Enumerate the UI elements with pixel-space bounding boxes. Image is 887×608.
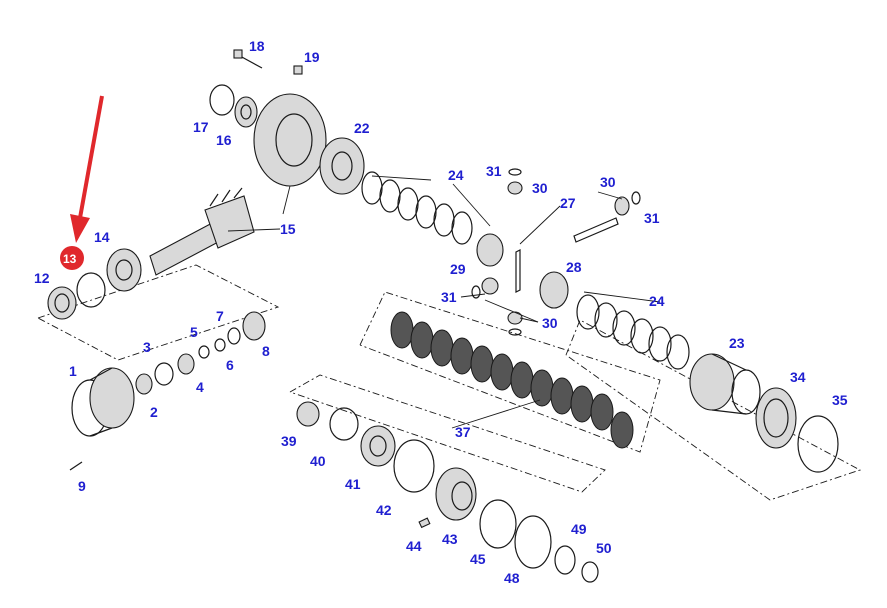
callout-24-upper: 24 [448,167,464,183]
callout-13: 13 [63,252,77,266]
callout-30-c: 30 [542,315,558,331]
callout-3: 3 [143,339,151,355]
part-40-circlip [329,407,359,441]
callouts: 1 2 3 4 5 6 7 8 9 12 13 14 15 16 17 18 1… [34,38,848,586]
pointer-arrow [70,95,104,243]
part-6-washer [214,338,226,352]
callout-30-b: 30 [600,174,616,190]
callout-45: 45 [470,551,486,567]
callout-19: 19 [304,49,320,65]
callout-1: 1 [69,363,77,379]
callout-14: 14 [94,229,110,245]
callout-42: 42 [376,502,392,518]
callout-16: 16 [216,132,232,148]
part-16-bearing [234,96,258,128]
part-2-bearing [135,373,153,395]
part-43-piston [435,467,477,521]
part-7-washer [227,327,241,345]
callout-24-lower: 24 [649,293,665,309]
callout-22: 22 [354,120,370,136]
highlight-badge [60,246,84,270]
part-5-washer [198,345,210,359]
part-18-bolt [233,49,263,69]
part-9-screw [69,461,83,471]
callout-12: 12 [34,270,50,286]
callout-48: 48 [504,570,520,586]
callout-29: 29 [450,261,466,277]
part-3-ring [154,362,174,386]
callout-30-a: 30 [532,180,548,196]
callout-5: 5 [190,324,198,340]
callout-39: 39 [281,433,297,449]
callout-49: 49 [571,521,587,537]
part-22-diff-housing [319,137,365,195]
part-24-disc-stack-upper [361,171,473,245]
callout-28: 28 [566,259,582,275]
group-frame-right [565,319,862,501]
callout-18: 18 [249,38,265,54]
callout-35: 35 [832,392,848,408]
callout-7: 7 [216,308,224,324]
group-frame-clutch-pack [359,291,661,453]
part-42-ring [393,439,435,493]
part-27-cross-shaft [515,217,619,293]
callout-37: 37 [455,424,471,440]
part-45-seal [479,499,517,549]
callout-31-c: 31 [441,289,457,305]
callout-31-b: 31 [644,210,660,226]
part-8-seal [242,311,266,341]
leader-lines [227,175,661,429]
part-49-ring [554,545,576,575]
part-13-ring [76,272,106,308]
callout-8: 8 [262,343,270,359]
part-48-seal [514,515,552,569]
callout-50: 50 [596,540,612,556]
callout-4: 4 [196,379,204,395]
part-12-bearing [47,286,77,320]
part-35-ring [797,415,839,473]
callout-44: 44 [406,538,422,554]
part-31-thrust-washers [471,168,641,336]
part-41-bearing [360,425,396,467]
callout-9: 9 [78,478,86,494]
part-39-flange [296,401,320,427]
part-24-disc-stack-lower [576,294,690,370]
part-50-ring [581,561,599,583]
callout-2: 2 [150,404,158,420]
part-15-pinion-shaft [149,187,255,276]
part-37-clutch-disc-pack [390,311,634,449]
callout-41: 41 [345,476,361,492]
group-frame-lower [289,374,606,493]
crown-wheel [253,93,327,187]
callout-34: 34 [790,369,806,385]
callout-40: 40 [310,453,326,469]
callout-43: 43 [442,531,458,547]
callout-15: 15 [280,221,296,237]
callout-23: 23 [729,335,745,351]
group-frame-upper-left [37,264,280,361]
part-19-pin [293,65,303,75]
part-29-side-gear [476,233,504,267]
callout-17: 17 [193,119,209,135]
part-17-ring [209,84,235,116]
callout-6: 6 [226,357,234,373]
part-28-side-gear [539,271,569,309]
part-44-pin [418,517,431,529]
part-14-bearing [106,248,142,292]
part-4-bearing [177,353,195,375]
part-1-housing [71,367,135,437]
part-23-hub [689,353,761,415]
callout-27: 27 [560,195,576,211]
part-34-bearing [755,387,797,449]
callout-31-a: 31 [486,163,502,179]
